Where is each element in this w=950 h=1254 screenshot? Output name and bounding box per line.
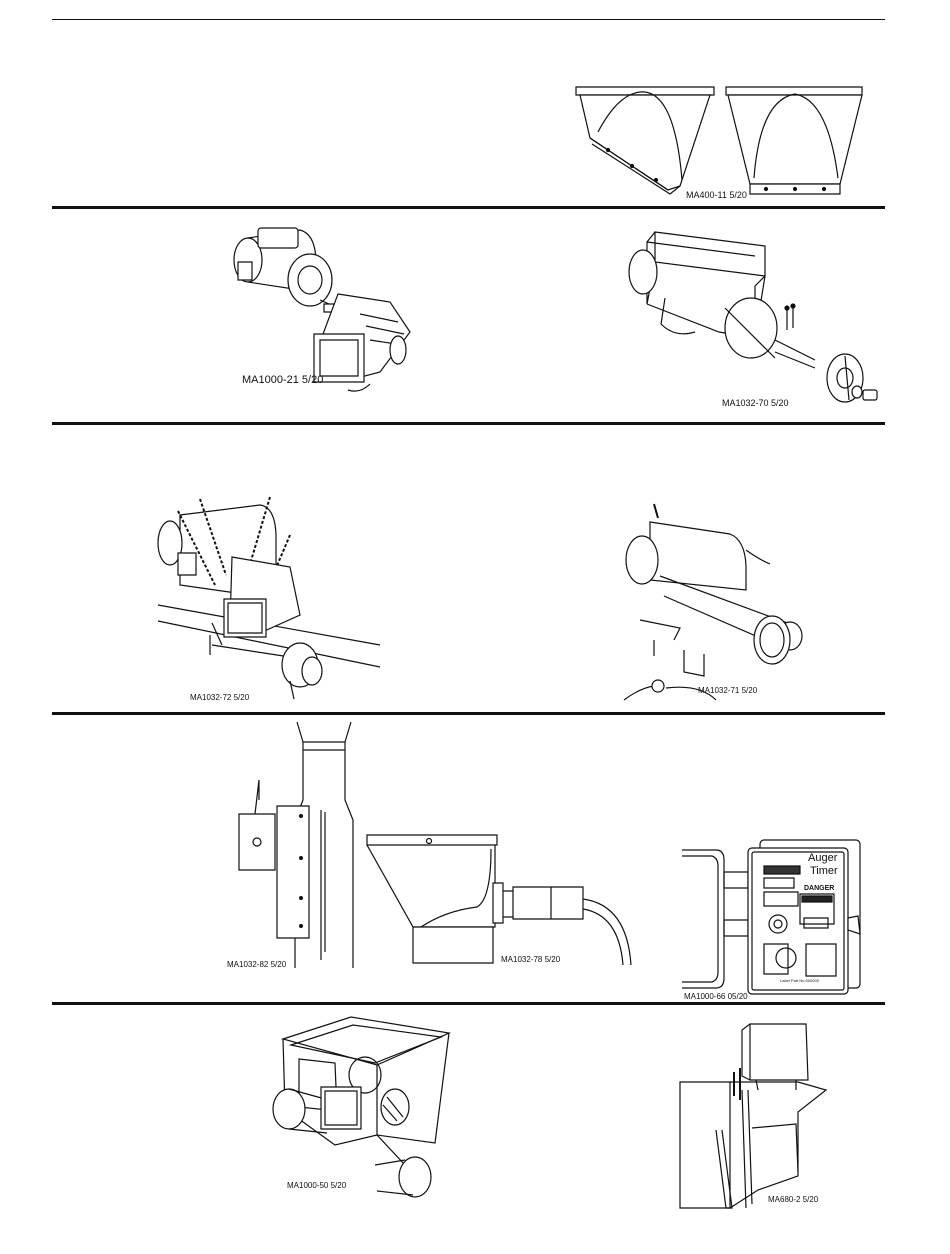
top-rule: [52, 19, 885, 20]
control-box-danger-label: DANGER: [804, 885, 834, 892]
chain-mount-caption: MA1032-72 5/20: [190, 693, 249, 702]
tube-clamp-figure: MA1032-71 5/20: [620, 500, 810, 705]
wall-bracket-caption: MA680-2 5/20: [768, 1195, 818, 1204]
hopper-pair-figure: MA400-11 5/20: [570, 80, 870, 205]
section-divider-1: [52, 206, 885, 209]
wall-bracket-figure: MA680-2 5/20: [678, 1020, 853, 1215]
boot-box-caption: MA1000-50 5/20: [287, 1181, 346, 1190]
motor-drive-figure: MA1000-21 5/20: [220, 222, 430, 397]
section-divider-3: [52, 712, 885, 715]
boot-box-figure: MA1000-50 5/20: [265, 1015, 460, 1205]
chain-mount-figure: MA1032-72 5/20: [150, 495, 390, 705]
sensor-hopper-figure: MA1032-78 5/20: [365, 835, 645, 970]
control-box-title-line1: Auger: [808, 852, 837, 864]
hopper-assembly-caption: MA1032-70 5/20: [722, 398, 789, 408]
tube-clamp-caption: MA1032-71 5/20: [698, 686, 757, 695]
hopper-assembly-figure: MA1032-70 5/20: [625, 228, 890, 413]
motor-drive-caption: MA1000-21 5/20: [242, 374, 323, 386]
control-box-figure: Auger Timer DANGER Label Part No.000000 …: [680, 838, 870, 1003]
pipe-switch-caption: MA1032-82 5/20: [227, 960, 286, 969]
hopper-pair-caption: MA400-11 5/20: [686, 190, 747, 200]
sensor-hopper-caption: MA1032-78 5/20: [501, 955, 560, 964]
pipe-switch-figure: MA1032-82 5/20: [225, 720, 365, 972]
control-box-footer-label: Label Part No.000000: [780, 978, 819, 983]
control-box-title-line2: Timer: [810, 865, 838, 877]
control-box-caption: MA1000-66 05/20: [684, 992, 748, 1001]
section-divider-2: [52, 422, 885, 425]
